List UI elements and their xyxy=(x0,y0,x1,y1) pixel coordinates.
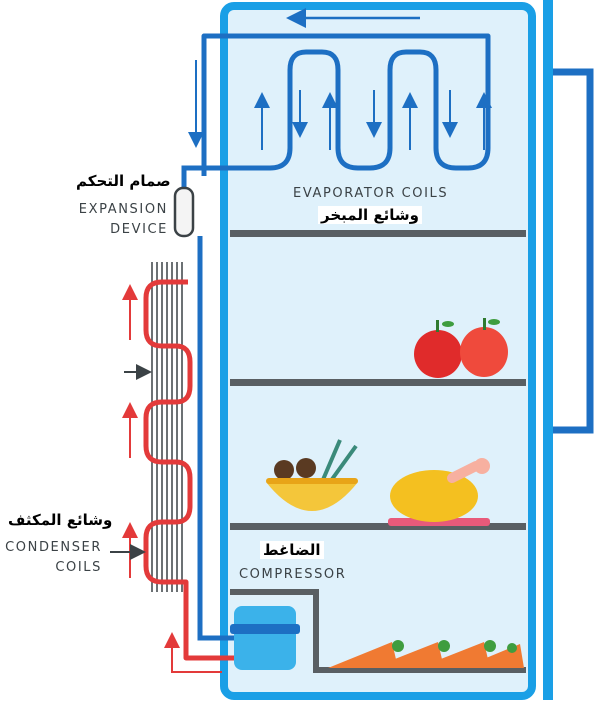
fridge-door xyxy=(543,0,553,700)
condenser-fins xyxy=(151,262,183,592)
blue-return-pipe xyxy=(197,236,236,641)
condenser-coils-label-ar: وشائع المكثف xyxy=(8,511,113,529)
compressor-compartment xyxy=(230,589,526,673)
compressor-label-ar: الضاغط xyxy=(260,541,324,559)
expansion-device xyxy=(173,186,195,238)
chicken-illustration xyxy=(388,458,490,526)
apples-illustration xyxy=(414,318,508,378)
bowl-illustration xyxy=(266,439,358,511)
carrots-illustration xyxy=(328,640,524,668)
shelf-3 xyxy=(230,523,526,530)
compressor-unit xyxy=(230,606,300,670)
evaporator-coils-label-ar: وشائع المبخر xyxy=(318,206,422,224)
evaporator-coil-pipe xyxy=(201,33,491,176)
compressor-outlet-arrow xyxy=(164,632,222,673)
condenser-coils-label: CONDENSER COILS xyxy=(5,540,102,575)
shelf-1 xyxy=(230,230,526,237)
compressor-label: COMPRESSOR xyxy=(239,567,347,582)
condenser-coil-pipe xyxy=(143,279,236,661)
expansion-device-label-ar: صمام التحكم xyxy=(76,172,171,190)
evaporator-coils-label: EVAPORATOR COILS xyxy=(293,186,449,201)
expansion-device-label: EXPANSION DEVICE xyxy=(78,202,168,237)
shelf-2 xyxy=(230,379,526,386)
pipe-to-expansion xyxy=(181,165,266,190)
fridge-handle xyxy=(553,68,594,434)
